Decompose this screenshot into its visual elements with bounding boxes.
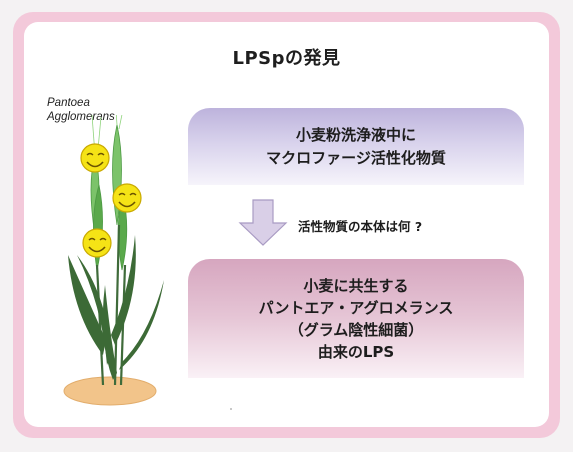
smiley-bacteria-icon	[82, 228, 112, 258]
conclusion-line-1: 小麦に共生する	[303, 276, 409, 295]
conclusion-box: 小麦に共生する パントエア・アグロメランス （グラム陰性細菌） 由来のLPS	[188, 259, 524, 378]
smiley-bacteria-icon	[80, 143, 110, 173]
conclusion-line-3: （グラム陰性細菌）	[288, 320, 424, 339]
bacteria-genus: Pantoea	[47, 97, 90, 109]
down-arrow-icon	[238, 199, 288, 246]
conclusion-line-4: 由来のLPS	[317, 342, 395, 361]
wheat-leaf	[68, 235, 164, 380]
finding-line-1: 小麦粉洗浄液中に	[295, 125, 416, 144]
smiley-bacteria-icon	[112, 183, 142, 213]
bacteria-name-label: Pantoea Agglomerans	[47, 96, 115, 124]
finding-line-2: マクロファージ活性化物質	[266, 148, 446, 167]
slide-title: LPSpの発見	[232, 48, 341, 69]
bacteria-species: Agglomerans	[47, 111, 115, 123]
wheat-plant-illustration	[63, 115, 164, 406]
ground-patch	[63, 376, 157, 406]
decorative-dot	[230, 408, 232, 410]
finding-box: 小麦粉洗浄液中に マクロファージ活性化物質	[188, 108, 524, 185]
conclusion-line-2: パントエア・アグロメランス	[258, 298, 454, 317]
question-text: 活性物質の本体は何 ?	[298, 219, 423, 234]
